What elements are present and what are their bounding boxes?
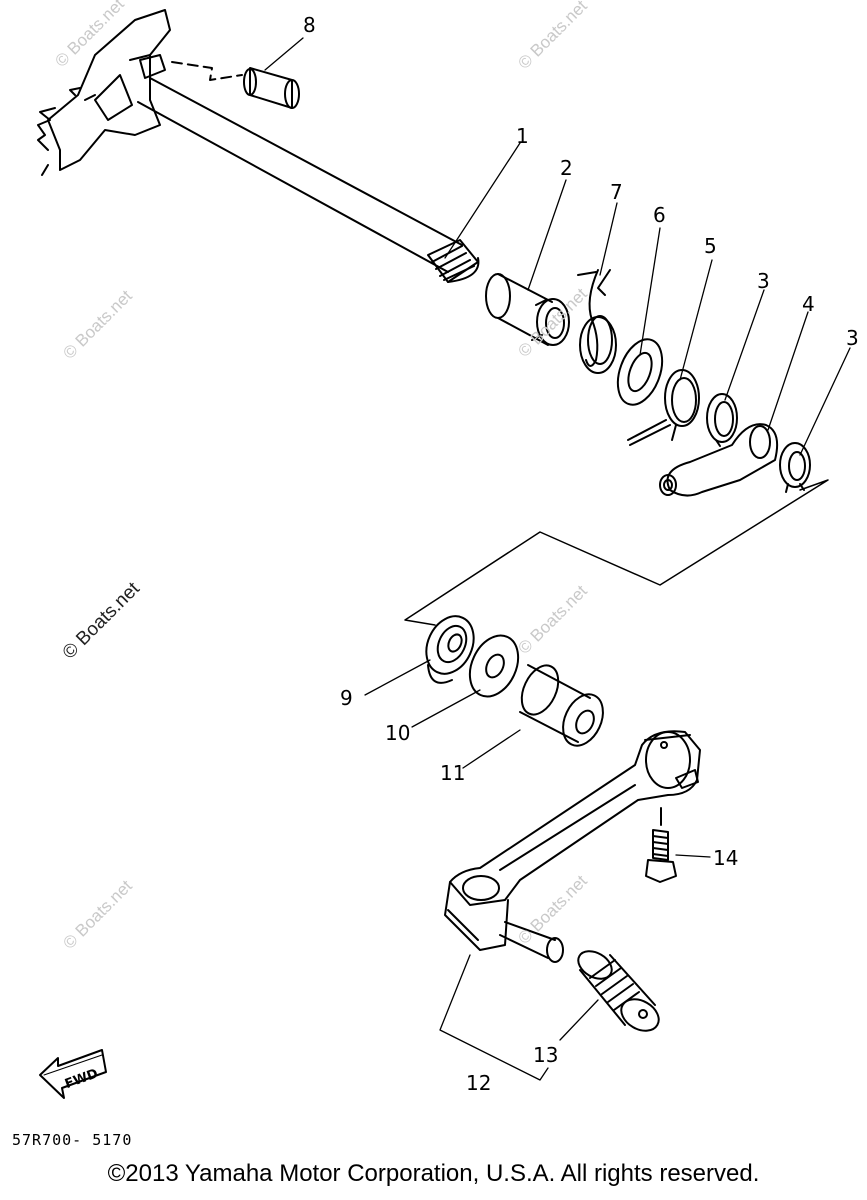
callout-13: 13 (533, 1043, 558, 1067)
callout-2: 2 (560, 156, 573, 180)
bushing-part (519, 664, 604, 747)
callout-12: 12 (466, 1071, 491, 1095)
callout-3-second: 3 (846, 326, 859, 350)
diagram-code: 57R700- 5170 (12, 1131, 133, 1149)
washer-part (616, 338, 664, 406)
leader-lines (264, 37, 851, 1081)
watermark: © Boats.net (514, 0, 591, 73)
return-spring-part (627, 369, 700, 446)
pedal-rubber-part (577, 950, 660, 1032)
callout-10: 10 (385, 721, 410, 745)
torsion-spring-part (577, 269, 617, 374)
watermark-dark: © Boats.net (59, 578, 145, 664)
bolt-part (645, 807, 677, 883)
callout-4: 4 (802, 292, 815, 316)
collar-part (485, 273, 570, 346)
callout-8: 8 (303, 13, 316, 37)
fwd-arrow-icon (39, 1049, 107, 1099)
bearing-part (425, 615, 475, 684)
callout-14: 14 (713, 846, 738, 870)
copyright-notice: ©2013 Yamaha Motor Corporation, U.S.A. A… (107, 1160, 760, 1187)
callout-3: 3 (757, 269, 770, 293)
callout-1: 1 (516, 124, 529, 148)
stopper-lever-part (659, 423, 779, 497)
callout-9: 9 (340, 686, 353, 710)
watermark: © Boats.net (59, 876, 136, 953)
circlip-part (706, 393, 738, 447)
shift-shaft-part (37, 9, 480, 283)
callout-11: 11 (440, 761, 465, 785)
watermark: © Boats.net (514, 581, 591, 658)
watermark: © Boats.net (514, 871, 591, 948)
dowel-pin-part (243, 67, 300, 109)
watermark: © Boats.net (59, 286, 136, 363)
callout-7: 7 (610, 180, 623, 204)
shift-pedal-part (444, 730, 701, 963)
circlip-part-second (779, 442, 811, 493)
callout-6: 6 (653, 203, 666, 227)
fwd-label: FWD (63, 1066, 100, 1092)
washer-part-10 (468, 634, 520, 698)
callout-5: 5 (704, 234, 717, 258)
